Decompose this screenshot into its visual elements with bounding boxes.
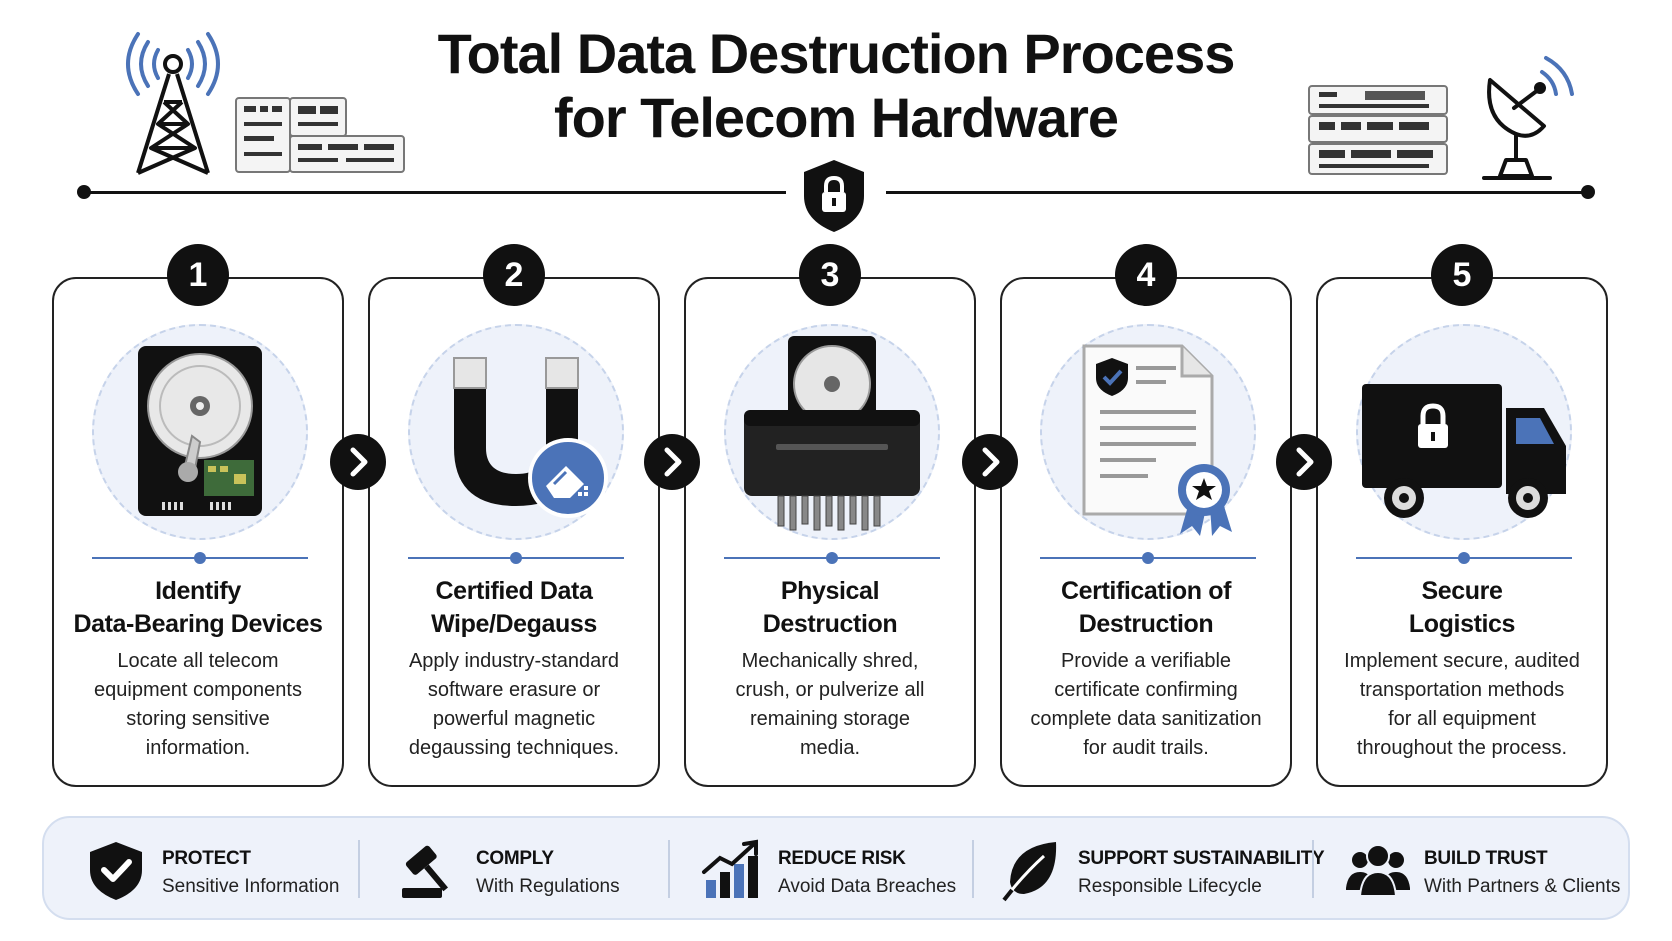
benefit-divider [668,840,670,898]
benefit-subtitle: Responsible Lifecycle [1078,876,1262,897]
gavel-icon [402,845,448,898]
step-number-badge-3: 3 [799,244,861,306]
truck-icon [1362,384,1566,518]
people-icon [1346,844,1410,897]
magnet-icon [453,357,608,518]
step-description: Mechanically shred,crush, or pulverize a… [735,650,925,759]
chevron-right-icon [644,434,700,490]
step-number-badge-2: 2 [483,244,545,306]
leaf-icon [1002,842,1057,902]
title-line-2: for Telecom Hardware [553,86,1119,149]
separator-dot [1458,552,1470,564]
divider-endpoint-right [1581,185,1595,199]
step-number-badge-1: 1 [167,244,229,306]
satellite-dish-icon [1482,56,1574,180]
benefit-comply: COMPLY With Regulations [398,818,658,918]
benefits-bar: PROTECT Sensitive Information COMPLY Wit… [42,816,1630,920]
chevron-right-icon [962,434,1018,490]
shield-check-icon [90,842,142,900]
benefit-sustainability: SUPPORT SUSTAINABILITY Responsible Lifec… [1000,818,1325,918]
chevron-right-icon [1276,434,1332,490]
separator-dot [194,552,206,564]
benefit-subtitle: Sensitive Information [162,876,340,897]
certificate-icon [1082,344,1232,536]
benefit-title: BUILD TRUST [1424,848,1548,869]
chevron-right-icon [330,434,386,490]
separator-dot [1142,552,1154,564]
page-title: Total Data Destruction Process for Telec… [0,22,1672,150]
benefit-divider [1312,840,1314,898]
shield-lock-icon [804,160,864,232]
step-number-badge-5: 5 [1431,244,1493,306]
separator-dot [826,552,838,564]
benefit-build-trust: BUILD TRUST With Partners & Clients [1346,818,1626,918]
separator-dot [510,552,522,564]
step-number-badge-4: 4 [1115,244,1177,306]
equipment-rack-icon [235,97,405,173]
divider-line-right [886,191,1588,194]
benefit-title: PROTECT [162,848,251,869]
benefit-title: REDUCE RISK [778,848,906,869]
network-switch-icon [1308,85,1448,175]
benefit-divider [972,840,974,898]
benefit-title: COMPLY [476,848,554,869]
cell-tower-icon [126,32,220,175]
benefit-protect: PROTECT Sensitive Information [84,818,344,918]
benefit-subtitle: With Partners & Clients [1424,876,1621,897]
bar-chart-icon [702,839,758,898]
benefit-title: SUPPORT SUSTAINABILITY [1078,848,1325,869]
hard-drive-icon [138,346,262,516]
shredder-icon [744,336,920,531]
divider-line-left [84,191,786,194]
benefit-reduce-risk: REDUCE RISK Avoid Data Breaches [700,818,960,918]
benefit-divider [358,840,360,898]
title-line-1: Total Data Destruction Process [437,22,1236,85]
benefit-subtitle: With Regulations [476,876,620,897]
benefit-subtitle: Avoid Data Breaches [778,876,957,897]
